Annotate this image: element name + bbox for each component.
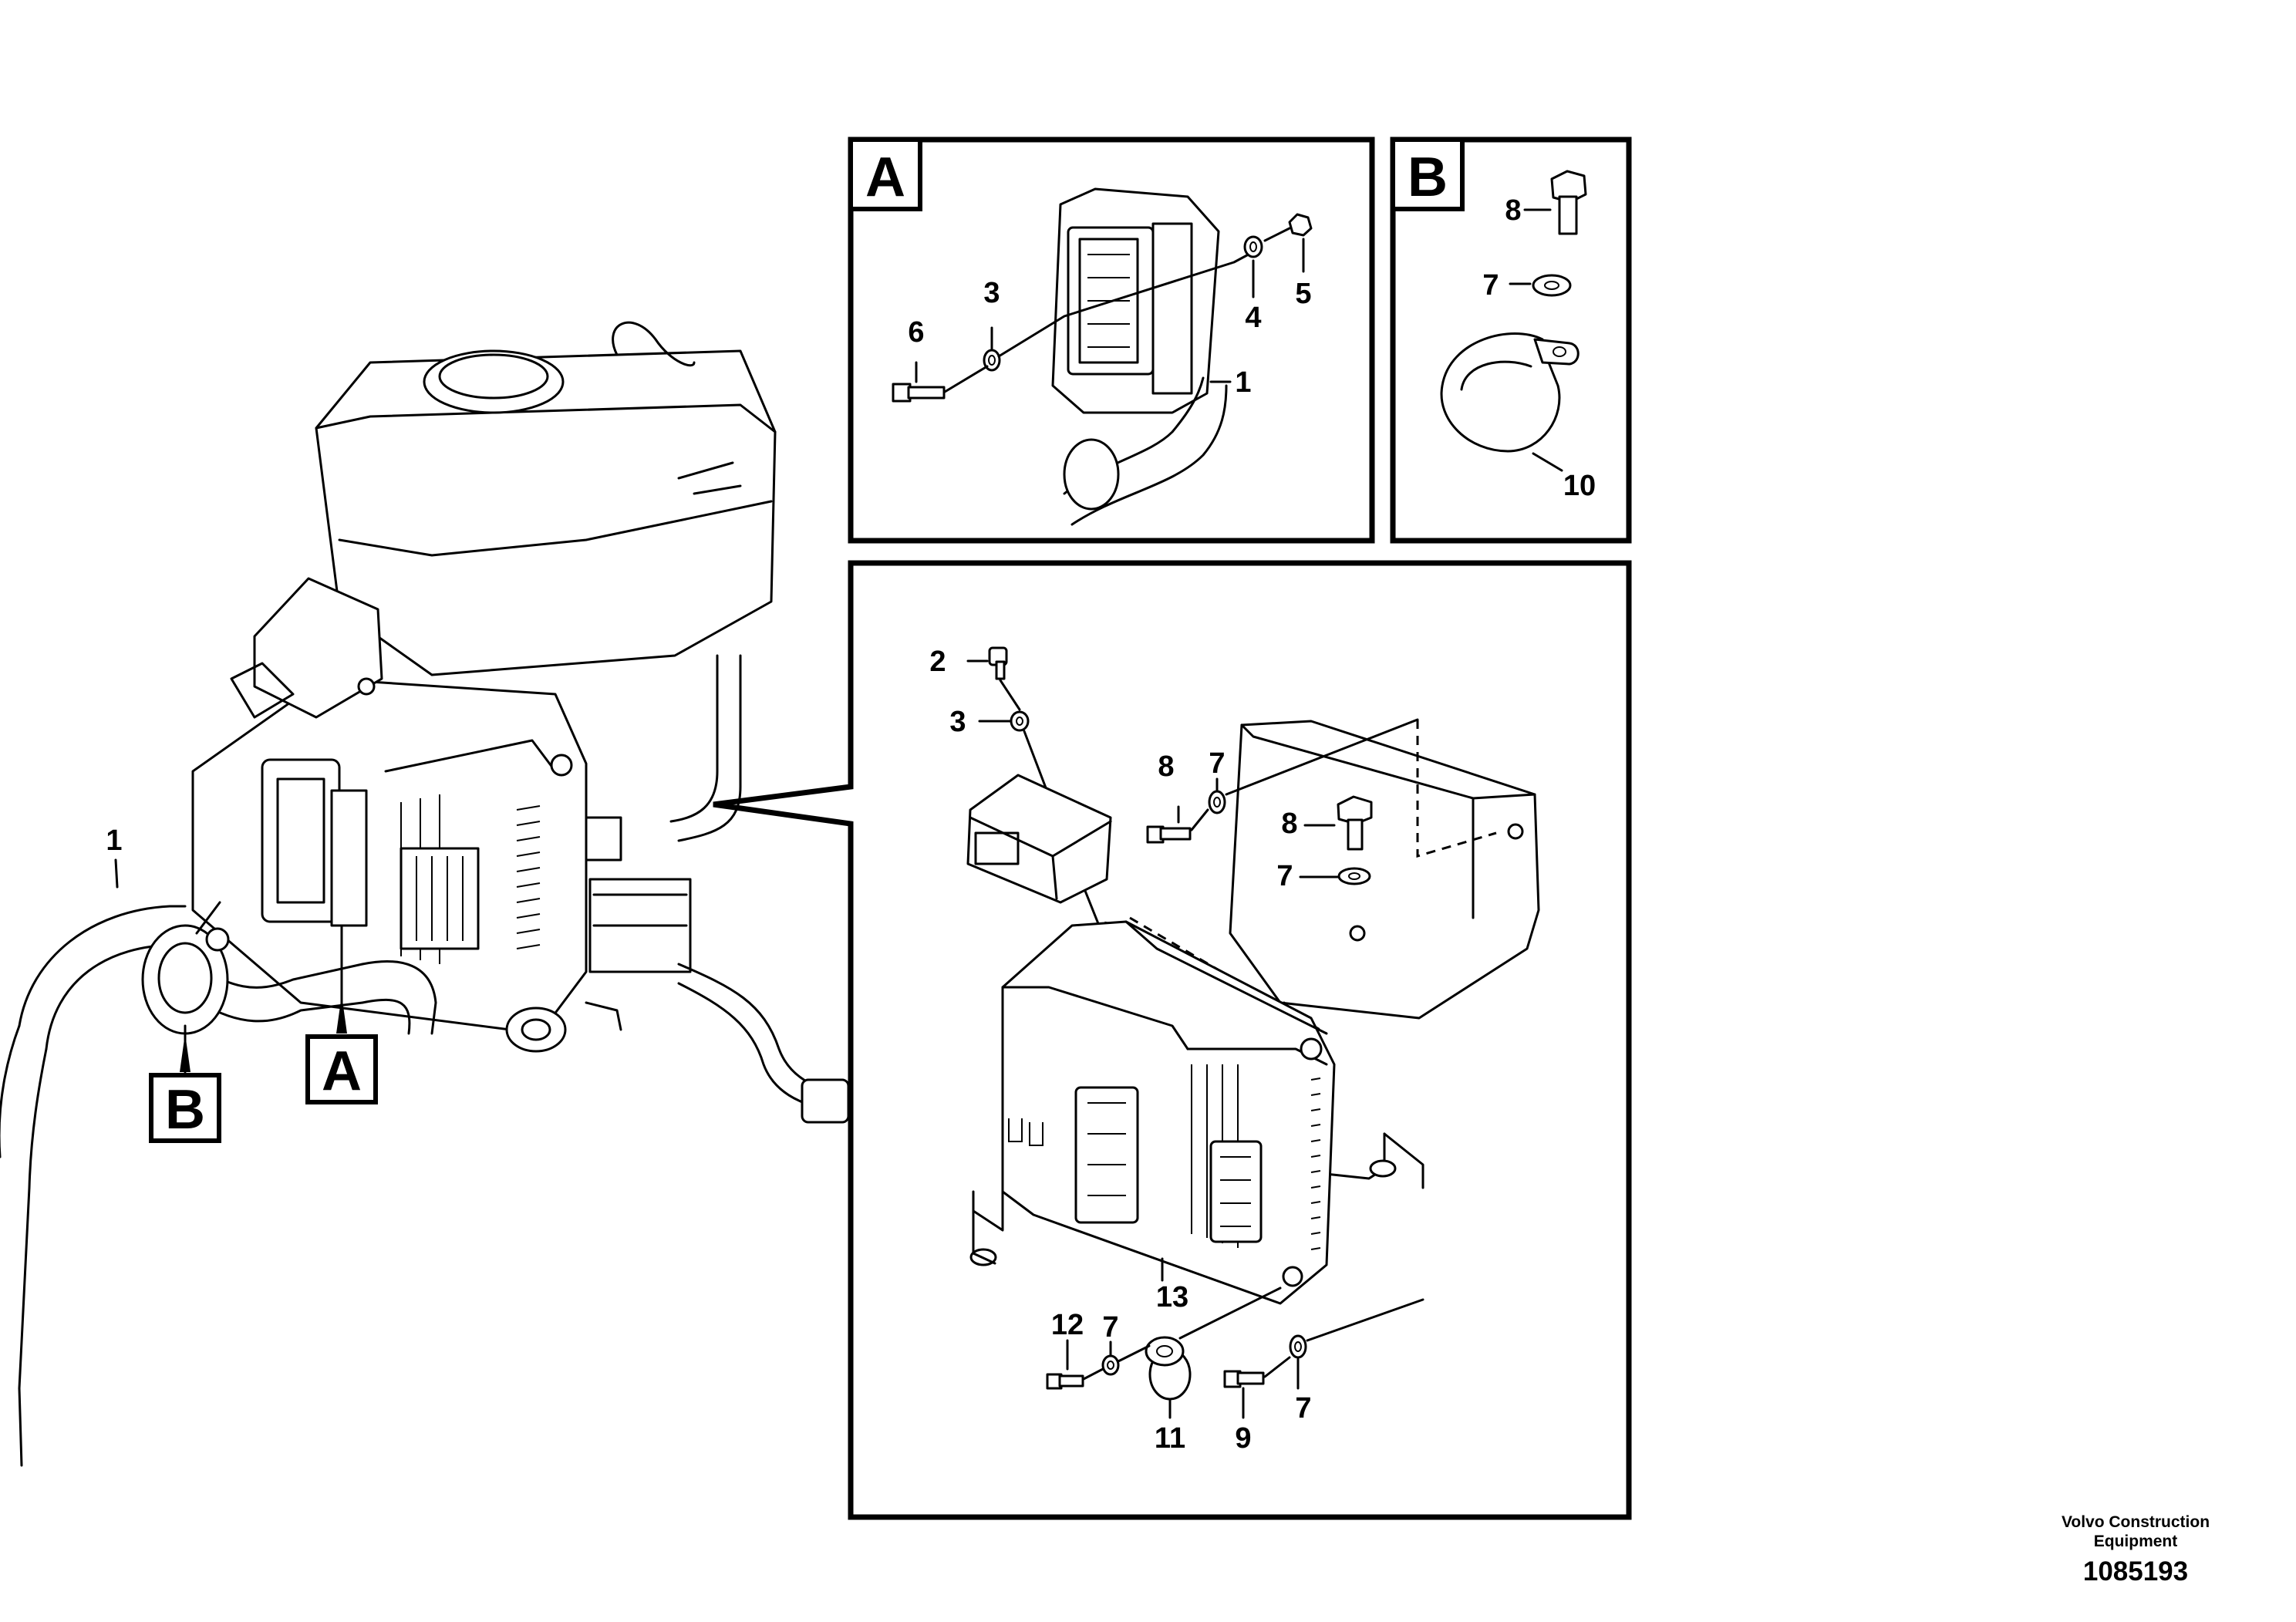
washer-4 [1243,235,1263,258]
bolt-8-right [1337,795,1373,851]
callout-d-13: 13 [1156,1281,1188,1313]
grommet-11 [1145,1336,1192,1401]
panel-b-title: B [1408,147,1448,208]
washer-7-d [1289,1334,1307,1359]
drawing-number: 1085193 [2082,1556,2189,1587]
coolant-hose [18,905,187,1027]
ecu-ribs [1191,1064,1321,1250]
callout-a-4: 4 [1245,302,1261,334]
exploded-detail-panel [713,560,1632,1520]
sensor-plug [585,816,622,862]
callout-d-7d: 7 [1295,1392,1311,1425]
grommet [505,1007,567,1053]
callout-d-8b: 8 [1281,808,1297,840]
callout-a-1: 1 [1235,366,1251,399]
washer-3 [983,349,1001,372]
washer-7-c [1101,1354,1120,1376]
callout-a-6: 6 [908,316,924,349]
relay-box [253,577,383,719]
callout-d-3: 3 [949,706,966,738]
bolt-6 [892,383,946,403]
ecu-connector-right [1209,1140,1263,1243]
mounting-bracket [191,677,588,1035]
harness-connector-1 [400,847,480,950]
ecu-connector [261,758,341,923]
connector-frame [330,789,368,927]
callout-d-12: 12 [1051,1309,1084,1341]
bolt-12 [1046,1373,1084,1390]
bolt-8 [1550,170,1587,235]
bolt-2 [988,646,1008,680]
bolt-9 [1223,1370,1265,1388]
svg-text:B: B [165,1079,205,1141]
hose-clamp-10 [1440,332,1580,453]
washer-7-right [1337,867,1371,885]
callout-d-7c: 7 [1102,1311,1118,1344]
bolt-8-left [1146,825,1192,844]
bolt-head [550,754,573,777]
ecu-connector-left [1074,1086,1139,1224]
end-connector [801,1078,850,1124]
callout-a-3: 3 [983,277,1000,309]
callout-d-7a: 7 [1209,747,1225,780]
callout-d-2: 2 [929,646,946,678]
svg-text:A: A [322,1040,362,1102]
washer-7-left [1208,790,1226,814]
detail-marker-a: A [305,1034,378,1104]
detail-panel-a: A [848,137,1375,544]
hose-clamp [141,901,230,1035]
callout-1: 1 [106,824,122,857]
relay-detail [966,774,1112,904]
callout-d-8a: 8 [1158,750,1174,783]
callout-b-10: 10 [1563,470,1596,502]
callout-b-8: 8 [1505,194,1521,227]
reservoir-cap [423,349,565,414]
callout-d-11: 11 [1155,1422,1185,1455]
callout-a-5: 5 [1295,278,1311,310]
main-assembly-illustration [0,321,850,1467]
manufacturer-name: Volvo Construction Equipment [2061,1513,2210,1550]
callout-b-7: 7 [1482,269,1499,302]
nut-5 [1288,213,1313,237]
callout-d-9: 9 [1235,1422,1251,1455]
callout-d-7b: 7 [1276,860,1293,892]
detail-marker-b: B [149,1073,221,1143]
panel-a-title: A [865,147,905,208]
detail-panel-b: B [1390,137,1632,544]
washer-3-detail [1010,710,1030,732]
washer-7 [1532,274,1572,297]
